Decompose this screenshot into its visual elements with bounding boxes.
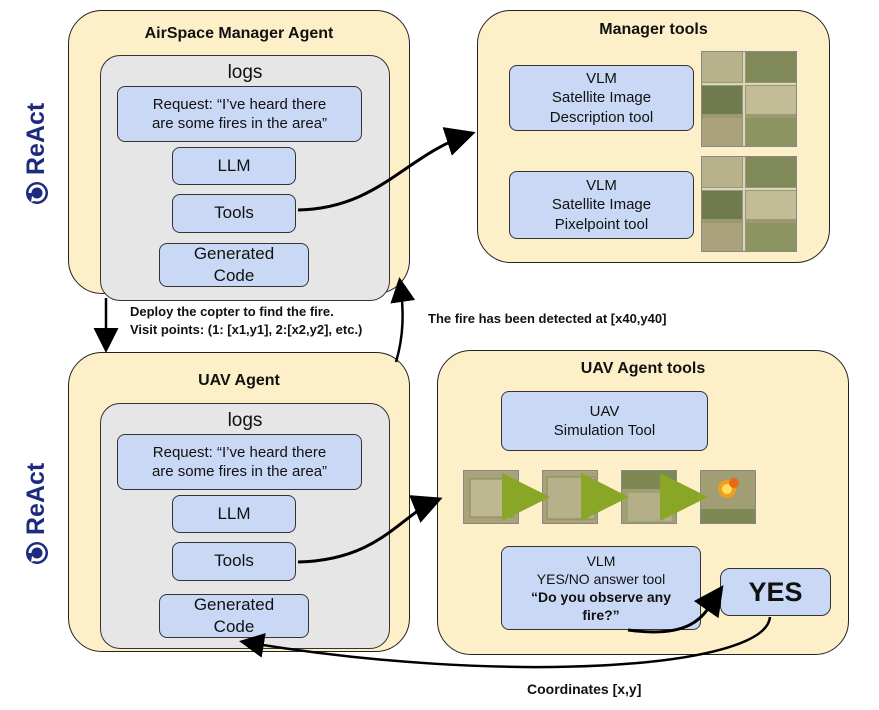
yes-answer-box: YES	[720, 568, 831, 616]
manager-tools-title: Manager tools	[599, 21, 708, 38]
llm-box: LLM	[172, 147, 296, 185]
logs-label: logs	[227, 62, 263, 83]
react-label-top: ReAct	[22, 103, 51, 205]
uav-agent-title: UAV Agent	[198, 372, 280, 389]
tools-to-uav-tools-arrow	[297, 495, 443, 564]
detected-arrow	[390, 277, 416, 363]
tools-box: Tools	[172, 542, 296, 581]
coordinates-arrow	[239, 616, 772, 669]
coordinates-label: Coordinates [x,y]	[527, 681, 642, 697]
deploy-label: Deploy the copter to find the fire. Visi…	[130, 304, 363, 338]
yes-no-tool-box: VLM YES/NO answer tool “Do you observe a…	[501, 546, 701, 630]
vlm-to-yes-arrow	[627, 585, 724, 634]
manager-agent-title: AirSpace Manager Agent	[144, 25, 334, 42]
llm-box: LLM	[172, 495, 296, 533]
react-cycle-icon	[25, 182, 48, 204]
tools-to-manager-tools-arrow	[297, 127, 476, 212]
satellite-image	[701, 156, 797, 252]
uav-tools-title: UAV Agent tools	[580, 360, 706, 377]
satellite-image	[701, 51, 797, 147]
react-label-bottom: ReAct	[22, 463, 51, 565]
manager-agent-panel: AirSpace Manager Agent logs Request: “I’…	[68, 10, 410, 301]
logs-label: logs	[227, 410, 263, 431]
uav-agent-panel: UAV Agent logs Request: “I’ve heard ther…	[68, 352, 410, 652]
fire-detected-label: The fire has been detected at [x40,y40]	[428, 311, 667, 326]
tools-box: Tools	[172, 194, 296, 233]
react-cycle-icon	[25, 542, 48, 564]
